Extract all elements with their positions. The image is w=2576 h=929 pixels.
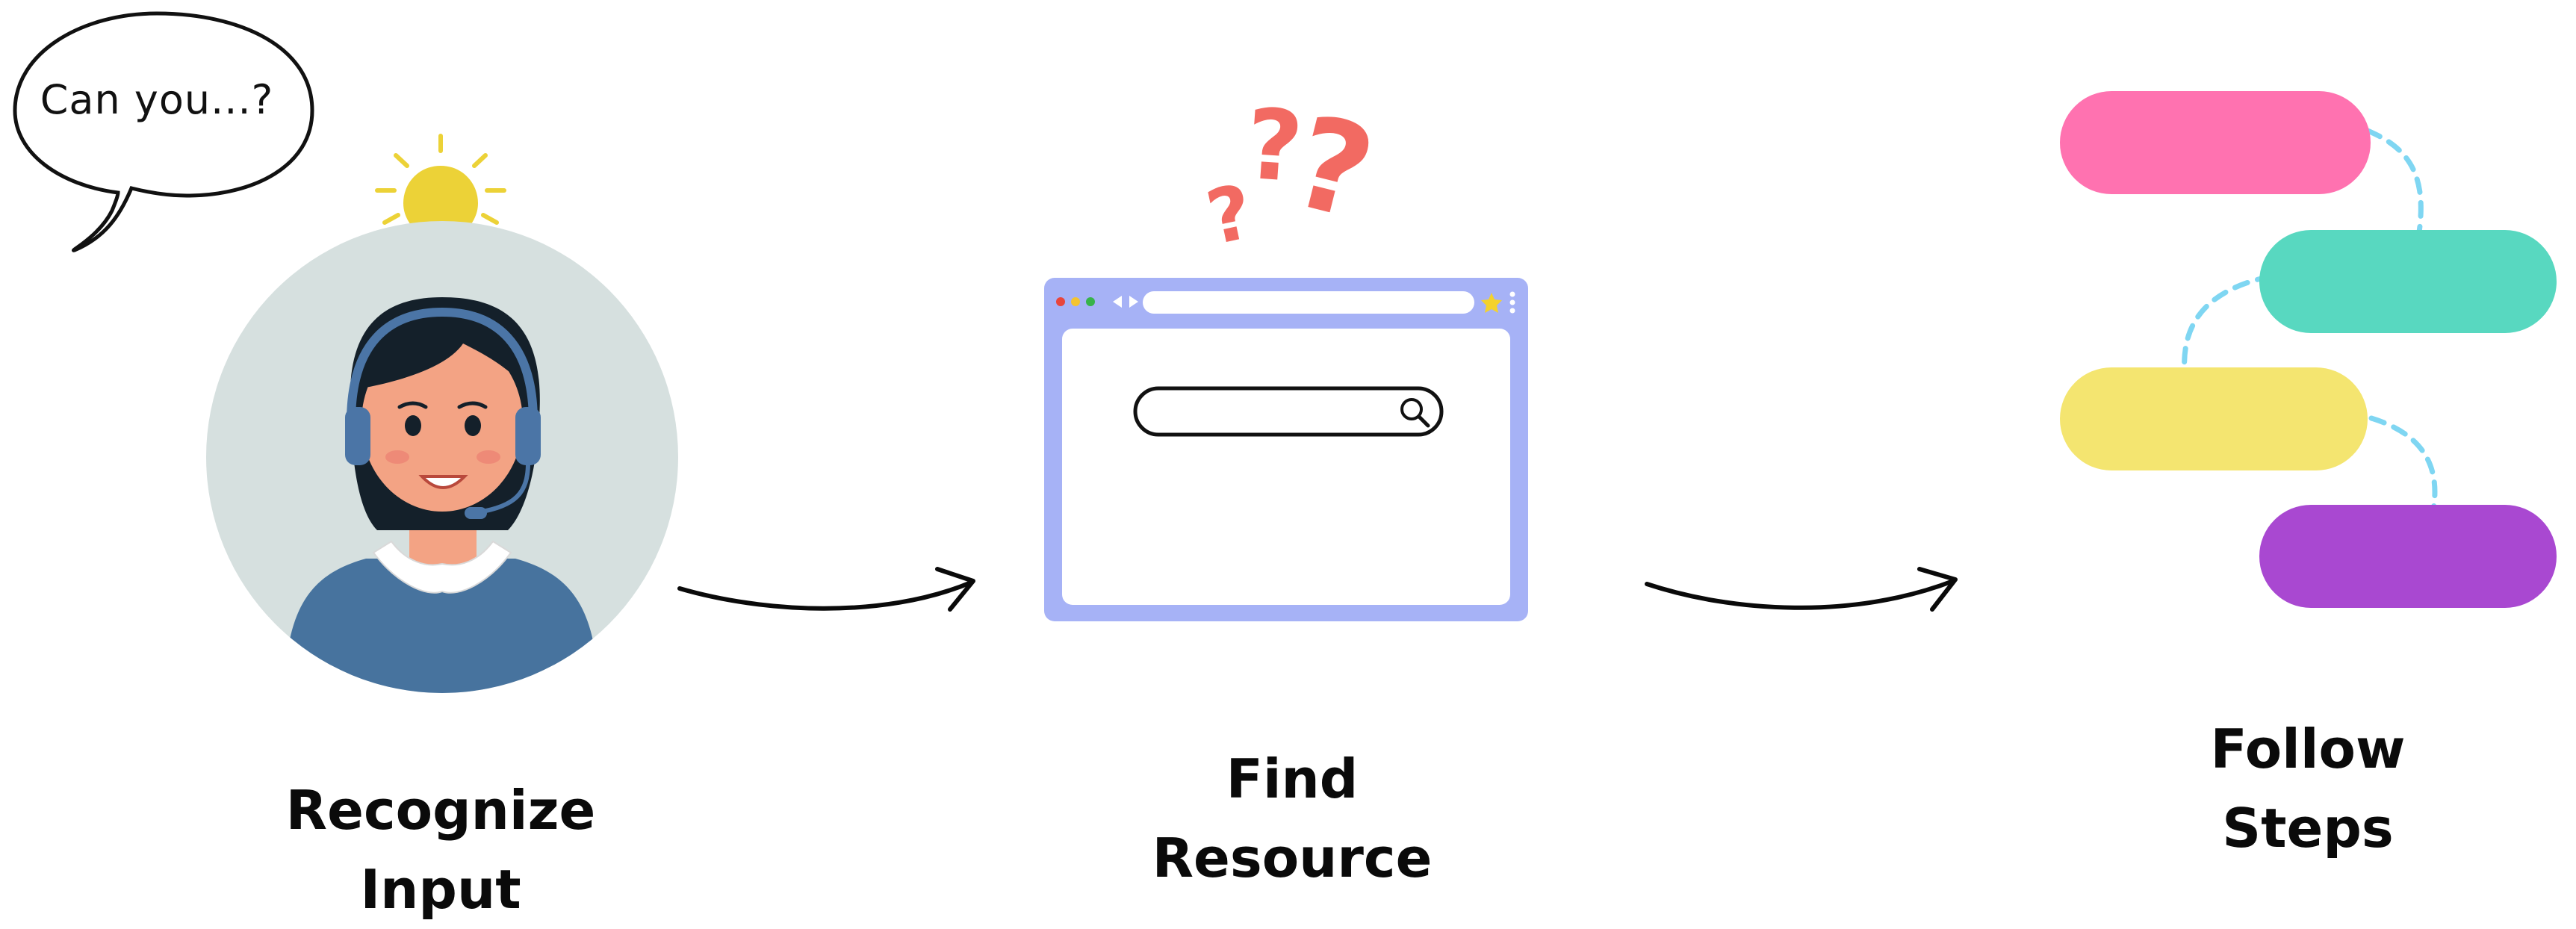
step-label-line: Input: [246, 850, 635, 929]
question-marks-icon: ? ? ?: [1199, 87, 1387, 262]
step-label-line: Recognize: [279, 771, 603, 850]
step-label-recognize-input: Recognize Input: [246, 771, 635, 929]
address-bar: [1143, 291, 1474, 314]
step-label-follow-steps: Follow Steps: [2114, 709, 2502, 868]
browser-window-icon: [1044, 278, 1528, 621]
curved-arrow-icon: [680, 569, 973, 609]
step-pill: [2060, 91, 2371, 194]
step-pill: [2060, 367, 2368, 470]
support-agent-icon: [206, 221, 678, 709]
step-label-find-resource: Find Resource: [1098, 739, 1486, 898]
step-label-line: Follow: [2203, 709, 2412, 789]
connector-dashed: [2368, 131, 2421, 237]
steps-flow: [2060, 91, 2557, 608]
search-input: [1135, 388, 1441, 435]
connector-dashed: [2371, 418, 2435, 509]
browser-content: [1062, 329, 1510, 605]
curved-arrow-icon: [1647, 569, 1955, 609]
step-pill: [2259, 230, 2557, 333]
speech-bubble-text: Can you...?: [30, 76, 284, 123]
step-label-line: Find: [1219, 739, 1366, 818]
speech-bubble-icon: [15, 13, 312, 250]
step-pill: [2259, 505, 2557, 608]
step-label-line: Resource: [1098, 818, 1486, 898]
connector-dashed: [2185, 276, 2271, 372]
step-label-line: Steps: [2114, 789, 2502, 868]
